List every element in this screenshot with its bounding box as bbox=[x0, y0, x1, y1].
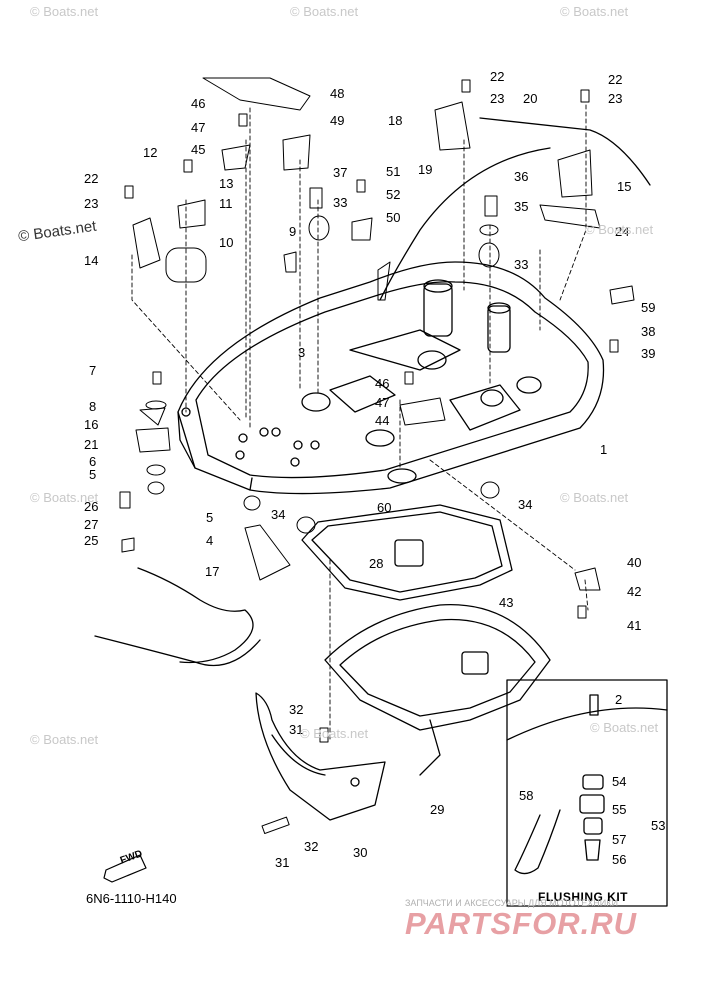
callout-55: 55 bbox=[612, 802, 627, 817]
callout-22: 22 bbox=[84, 171, 99, 186]
choke-cable bbox=[479, 117, 651, 186]
callout-20: 20 bbox=[523, 91, 538, 106]
callout-40: 40 bbox=[627, 555, 642, 570]
hardware bbox=[103, 77, 635, 883]
callout-5: 5 bbox=[89, 467, 97, 482]
callout-19: 19 bbox=[418, 162, 433, 177]
callout-56: 56 bbox=[612, 852, 627, 867]
callout-11: 11 bbox=[219, 196, 233, 211]
callout-32: 32 bbox=[289, 702, 304, 717]
callout-14: 14 bbox=[84, 253, 99, 268]
callout-57: 57 bbox=[612, 832, 627, 847]
callout-46: 46 bbox=[191, 96, 206, 111]
bottom-cowling bbox=[177, 261, 605, 495]
watermark: © Boats.net bbox=[585, 222, 654, 237]
callout-36: 36 bbox=[514, 169, 529, 184]
callout-33: 33 bbox=[333, 195, 348, 210]
callout-1: 1 bbox=[600, 442, 608, 457]
callout-32: 32 bbox=[304, 839, 319, 854]
lower-cover bbox=[324, 603, 551, 776]
shift-cable bbox=[94, 635, 261, 667]
callout-17: 17 bbox=[205, 564, 220, 579]
callout-38: 38 bbox=[641, 324, 656, 339]
watermark: © Boats.net bbox=[590, 720, 659, 735]
callout-4: 4 bbox=[206, 533, 214, 548]
side-panel bbox=[255, 692, 386, 821]
callout-51: 51 bbox=[386, 164, 401, 179]
watermark: © Boats.net bbox=[560, 490, 629, 505]
callout-60: 60 bbox=[377, 500, 392, 515]
callout-34: 34 bbox=[518, 497, 533, 512]
watermark: © Boats.net bbox=[300, 726, 369, 741]
diagram-code: 6N6-1110-H140 bbox=[86, 891, 177, 906]
callout-10: 10 bbox=[219, 235, 234, 250]
callout-15: 15 bbox=[617, 179, 632, 194]
callout-52: 52 bbox=[386, 187, 401, 202]
callout-22: 22 bbox=[490, 69, 505, 84]
callout-33: 33 bbox=[514, 257, 529, 272]
callout-39: 39 bbox=[641, 346, 656, 361]
watermark: © Boats.net bbox=[30, 732, 99, 747]
callout-26: 26 bbox=[84, 499, 99, 514]
flushing-kit-title: FLUSHING KIT bbox=[538, 890, 628, 904]
callout-31: 31 bbox=[289, 722, 304, 737]
callout-34: 34 bbox=[271, 507, 286, 522]
callout-23: 23 bbox=[608, 91, 623, 106]
cowling-seal bbox=[301, 504, 513, 601]
callout-2: 2 bbox=[615, 692, 623, 707]
callout-8: 8 bbox=[89, 399, 97, 414]
control-wire bbox=[379, 147, 551, 301]
callout-46: 46 bbox=[375, 376, 390, 391]
callout-27: 27 bbox=[84, 517, 99, 532]
callout-47: 47 bbox=[191, 120, 206, 135]
callout-45: 45 bbox=[191, 142, 206, 157]
callout-42: 42 bbox=[627, 584, 642, 599]
callout-25: 25 bbox=[84, 533, 99, 548]
callout-9: 9 bbox=[289, 224, 297, 239]
callout-31: 31 bbox=[275, 855, 290, 870]
callout-21: 21 bbox=[84, 437, 99, 452]
watermark: © Boats.net bbox=[560, 4, 629, 19]
callout-3: 3 bbox=[298, 345, 306, 360]
watermark: © Boats.net bbox=[30, 4, 99, 19]
throttle-cable bbox=[137, 567, 254, 664]
callout-18: 18 bbox=[388, 113, 403, 128]
callout-23: 23 bbox=[84, 196, 99, 211]
callout-22: 22 bbox=[608, 72, 623, 87]
callout-28: 28 bbox=[369, 556, 384, 571]
callout-37: 37 bbox=[333, 165, 348, 180]
callout-54: 54 bbox=[612, 774, 627, 789]
callout-35: 35 bbox=[514, 199, 529, 214]
callout-13: 13 bbox=[219, 176, 234, 191]
callout-59: 59 bbox=[641, 300, 656, 315]
callout-49: 49 bbox=[330, 113, 345, 128]
callout-29: 29 bbox=[430, 802, 445, 817]
callout-50: 50 bbox=[386, 210, 401, 225]
callout-53: 53 bbox=[651, 818, 666, 833]
callout-58: 58 bbox=[519, 788, 534, 803]
callout-44: 44 bbox=[375, 413, 390, 428]
callout-12: 12 bbox=[143, 145, 158, 160]
shop-caption: ЗАПЧАСТИ И АКСЕССУАРЫ ДЛЯ МОТОТЕХНИКИ bbox=[405, 898, 618, 908]
watermark: © Boats.net bbox=[30, 490, 99, 505]
watermark: © Boats.net bbox=[290, 4, 359, 19]
flushing-kit-box bbox=[506, 679, 668, 907]
callout-43: 43 bbox=[499, 595, 514, 610]
callout-5: 5 bbox=[206, 510, 214, 525]
callout-16: 16 bbox=[84, 417, 99, 432]
callout-6: 6 bbox=[89, 454, 97, 469]
callout-48: 48 bbox=[330, 86, 345, 101]
callout-23: 23 bbox=[490, 91, 505, 106]
callout-7: 7 bbox=[89, 363, 97, 378]
callout-30: 30 bbox=[353, 845, 368, 860]
callout-41: 41 bbox=[627, 618, 642, 633]
callout-24: 24 bbox=[615, 224, 630, 239]
callout-47: 47 bbox=[375, 395, 390, 410]
shop-brand-logo: PARTSFOR.RU bbox=[405, 906, 638, 941]
